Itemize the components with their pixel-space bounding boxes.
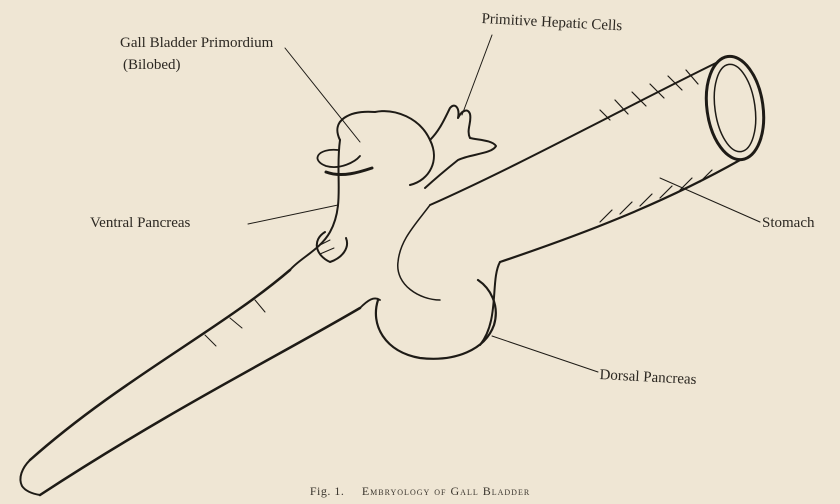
stomach-tube: [430, 53, 770, 262]
figure-caption: Fig. 1. Embryology of Gall Bladder: [0, 484, 840, 499]
gall-bladder-primordium: [317, 111, 433, 185]
leader-dorsal: [492, 336, 598, 372]
label-bilobed: (Bilobed): [123, 56, 181, 74]
leader-gall-bladder: [285, 48, 360, 142]
caption-number: Fig. 1.: [310, 484, 345, 498]
leader-stomach: [660, 178, 760, 222]
tail-tube: [20, 270, 360, 495]
dorsal-pancreas-shape: [360, 280, 496, 359]
leader-lines: [248, 35, 760, 372]
hepatic-buds: [425, 106, 496, 188]
leader-ventral: [248, 205, 338, 224]
label-gall-bladder-primordium: Gall Bladder Primordium: [120, 34, 273, 52]
duodenum-body: [290, 140, 500, 345]
label-stomach: Stomach: [762, 214, 815, 232]
label-ventral-pancreas: Ventral Pancreas: [90, 214, 190, 232]
ventral-pancreas-shape: [317, 232, 347, 262]
leader-hepatic: [462, 35, 492, 115]
caption-title: Embryology of Gall Bladder: [362, 484, 530, 498]
